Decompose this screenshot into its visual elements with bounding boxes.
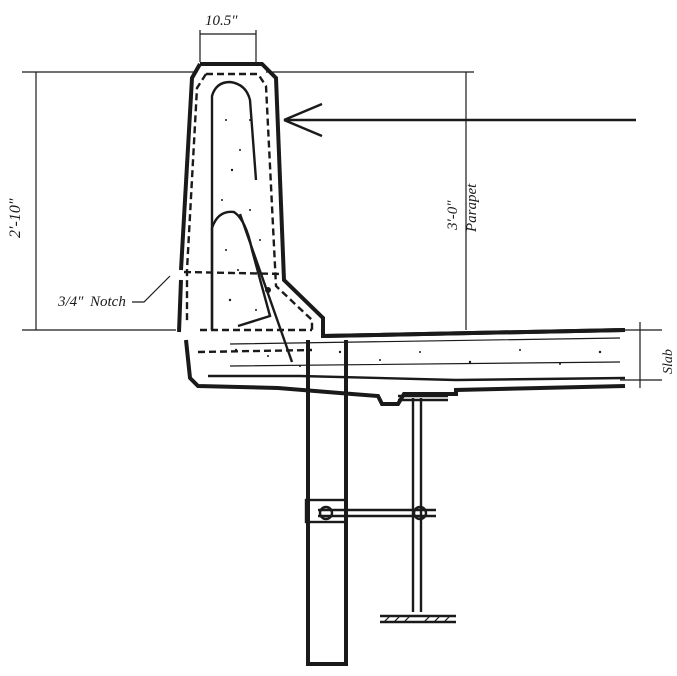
bolt-plate-left — [304, 498, 348, 524]
dim-top-width-label: 10.5″ — [205, 13, 238, 29]
dim-right-height-lines — [266, 71, 474, 330]
steel-girder-web — [411, 398, 423, 612]
dim-right-height-label: 3′-0″ — [445, 200, 461, 231]
stirrup-loop-upper — [210, 80, 258, 330]
concrete-stipple — [221, 119, 602, 367]
flange-hatch — [383, 615, 451, 623]
slab-top-surface — [322, 328, 626, 338]
load-arrow — [283, 102, 636, 138]
slab-rebar — [229, 337, 621, 367]
dim-left-height-label: 2′-10″ — [7, 198, 24, 238]
bolt-right — [412, 505, 428, 521]
bolt-left — [318, 505, 334, 521]
parapet-rebar-dashed — [185, 72, 314, 330]
dim-slab-lines — [620, 322, 662, 388]
steel-girder-top-flange — [398, 394, 448, 402]
tie-rod — [318, 508, 436, 518]
notch-size-label: 3/4″ — [57, 294, 84, 310]
notch-leader — [132, 275, 171, 303]
dim-left-height-lines — [22, 71, 196, 331]
notch-dashed-line — [183, 270, 285, 276]
dim-parapet-label: Parapet — [464, 183, 480, 233]
slab-bottom-edge — [208, 374, 626, 382]
stirrup-loop-lower — [210, 210, 272, 330]
stringer-left — [306, 340, 348, 666]
bar-dot — [265, 287, 271, 293]
dim-slab-label: Slab — [661, 349, 676, 374]
slab-dashed-line — [197, 328, 313, 354]
notch-word-label: Notch — [89, 294, 126, 310]
steel-girder-bottom-flange — [380, 614, 456, 624]
dim-top-width-lines — [199, 30, 257, 62]
parapet-outline — [177, 62, 626, 406]
